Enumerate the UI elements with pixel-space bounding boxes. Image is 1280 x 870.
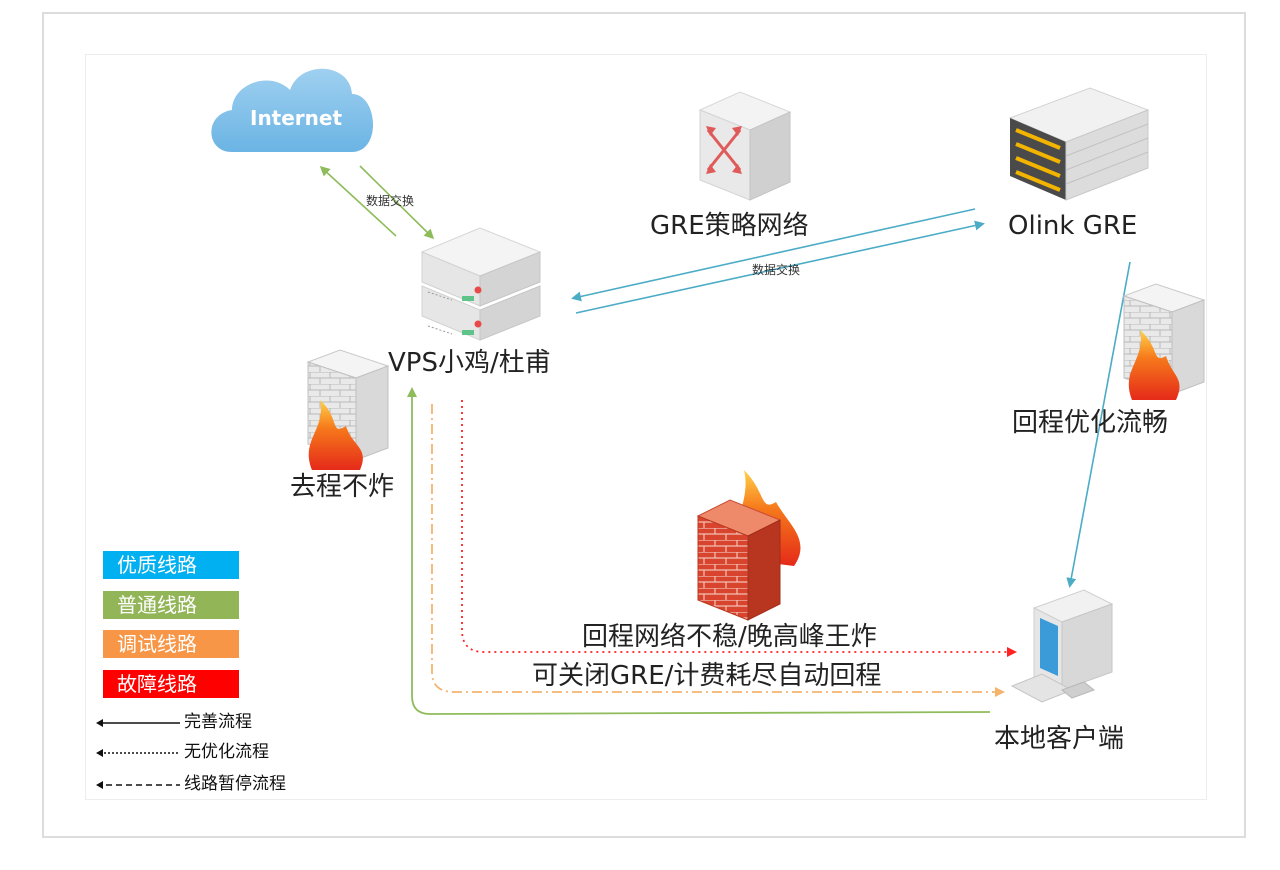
exchange-label-right: 数据交换 — [752, 263, 801, 277]
legend-normal: 普通线路 — [103, 591, 239, 619]
exchange-arrow-down — [359, 165, 435, 240]
legend-solid: 完善流程 — [94, 714, 252, 731]
unstable-return-line — [461, 400, 1017, 657]
legend-quality: 优质线路 — [103, 551, 239, 579]
return-optimized-label: 回程优化流畅 — [1012, 408, 1169, 438]
legend-fault: 故障线路 — [103, 670, 239, 698]
firewall-left-icon — [306, 349, 390, 470]
legend-dotted: 无优化流程 — [94, 744, 269, 761]
gre-off-line — [431, 404, 1005, 697]
exchange-arrow-up — [319, 165, 397, 237]
dotted-line-icon — [96, 748, 180, 757]
gre-policy-label: GRE策略网络 — [650, 211, 809, 241]
client-label: 本地客户端 — [994, 724, 1125, 754]
legend-dashdot: 线路暂停流程 — [94, 776, 286, 793]
outbound-line — [407, 387, 991, 715]
internet-label: Internet — [250, 106, 343, 130]
firewall-right-icon — [1122, 283, 1206, 400]
olink-server-icon — [1008, 87, 1150, 201]
exchange-arrow-to-vps — [571, 208, 976, 302]
client-computer-icon — [1010, 589, 1114, 703]
gre-off-label: 可关闭GRE/计费耗尽自动回程 — [532, 661, 882, 691]
vps-server-icon — [420, 227, 542, 341]
outbound-ok-label: 去程不炸 — [290, 472, 395, 502]
gre-switch-icon — [698, 91, 792, 201]
vps-label: VPS小鸡/杜甫 — [388, 348, 551, 378]
unstable-return-label: 回程网络不稳/晚高峰王炸 — [582, 622, 877, 652]
exchange-label-left: 数据交换 — [366, 194, 415, 208]
legend-debug: 调试线路 — [103, 630, 239, 658]
legend-dotted-label: 无优化流程 — [184, 742, 269, 762]
olink-label: Olink GRE — [1008, 211, 1138, 241]
firewall-center-icon — [696, 470, 801, 621]
exchange-arrow-to-olink — [575, 220, 985, 314]
solid-line-icon — [96, 718, 180, 727]
legend-solid-label: 完善流程 — [184, 712, 252, 732]
legend-dashdot-label: 线路暂停流程 — [184, 774, 286, 794]
internet-cloud-icon — [211, 68, 374, 152]
dashdot-line-icon — [96, 780, 180, 789]
diagram-canvas — [85, 54, 1207, 800]
return-optimized-arrow — [1066, 261, 1131, 588]
